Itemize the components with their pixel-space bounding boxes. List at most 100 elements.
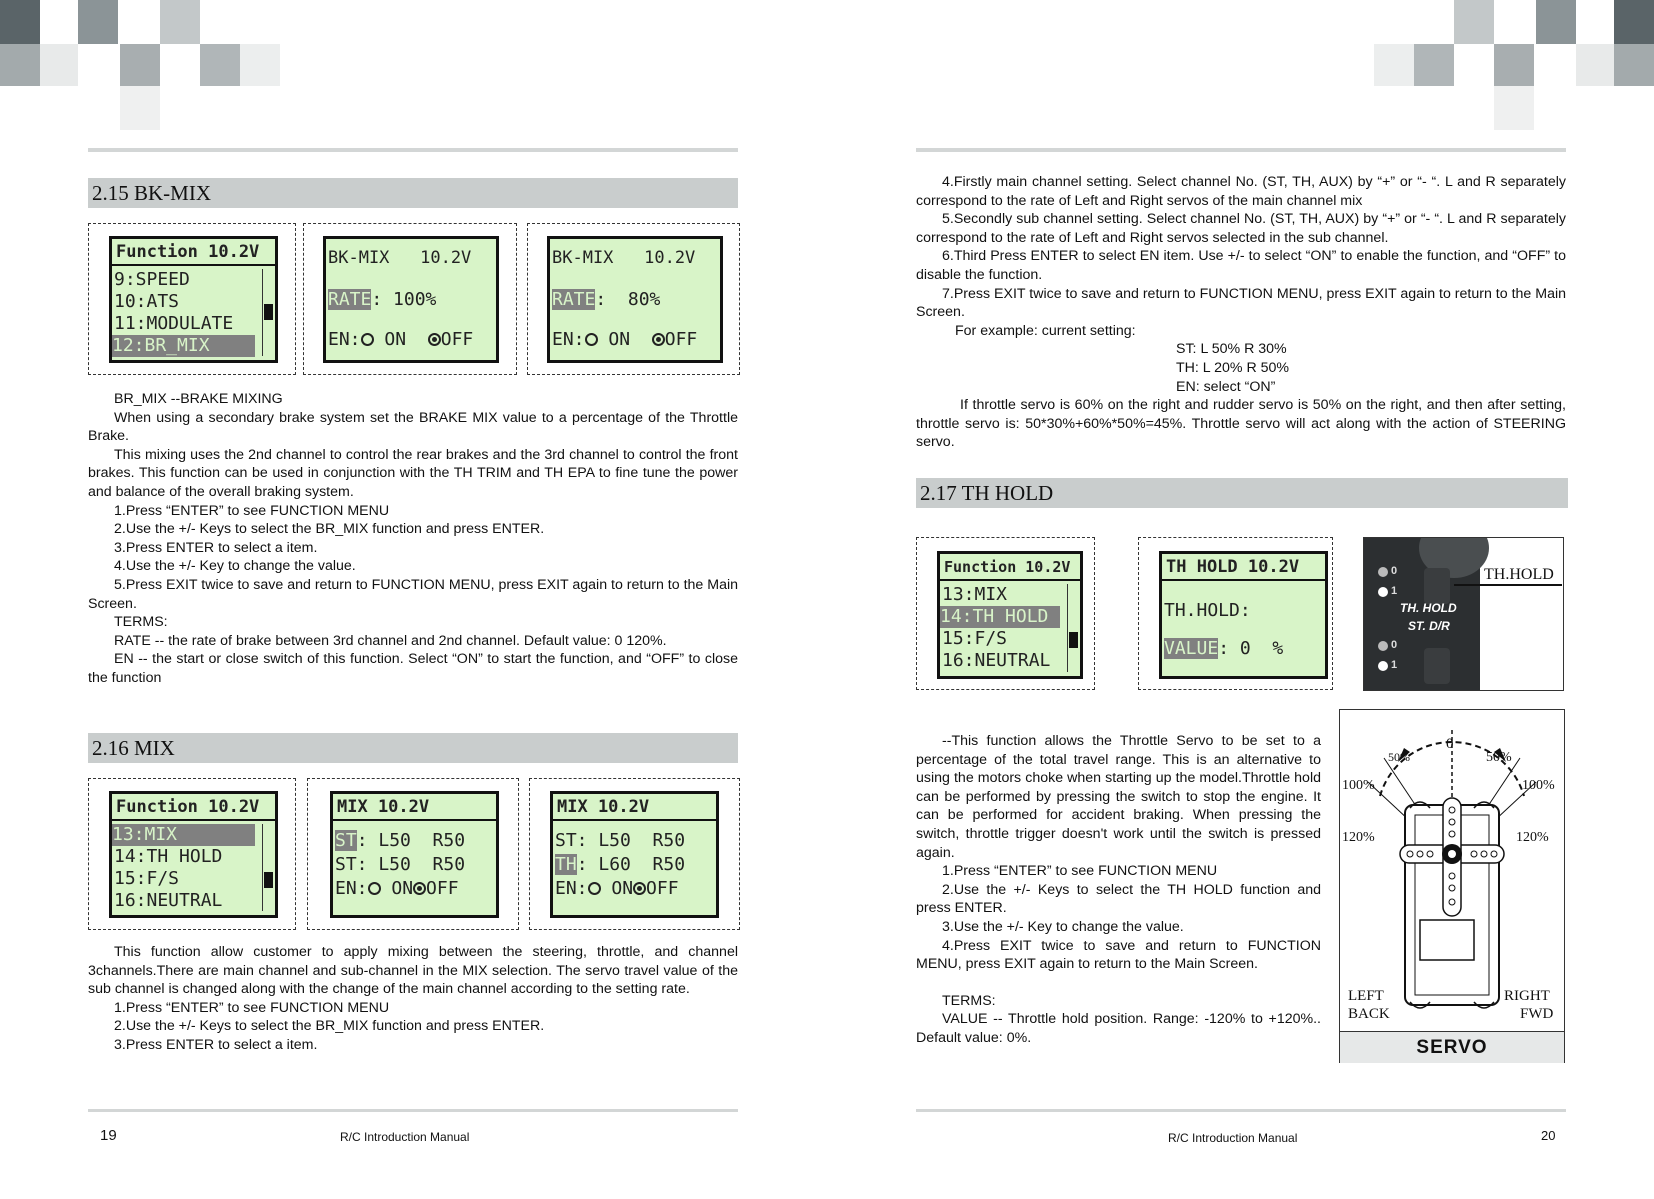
bottom-rule-left	[88, 1109, 738, 1112]
th-hold-description: --This function allows the Throttle Serv…	[916, 732, 1321, 1048]
label-left-100: 100%	[1342, 778, 1375, 793]
on-label: ON	[611, 878, 634, 899]
mix-description: This function allow customer to apply mi…	[88, 943, 738, 1055]
step: 5.Secondly sub channel setting. Select c…	[916, 211, 1566, 246]
top-rule-left	[88, 148, 738, 152]
rate-label: RATE	[552, 289, 596, 310]
lcd-sub-channel-row: ST: L50 R50	[335, 854, 466, 875]
example-st: ST: L 50% R 30%	[1176, 341, 1287, 358]
radio-off-selected-icon	[427, 333, 441, 346]
value-label: VALUE	[1164, 638, 1219, 659]
bk-mix-description: BR_MIX --BRAKE MIXING When using a secon…	[88, 390, 738, 688]
label-right-120: 120%	[1516, 830, 1549, 845]
lcd-en-row: EN: ON OFF	[328, 329, 473, 351]
label-left-50: 50%	[1388, 750, 1410, 764]
on-label: ON	[384, 329, 407, 350]
radio-off-selected-icon	[651, 333, 665, 346]
callout-th-hold: TH.HOLD	[1484, 566, 1554, 583]
th-hold-switch-photo: 0 1 0 1 TH. HOLD ST. D/R TH.HOLD	[1363, 537, 1564, 691]
label-right: RIGHT	[1504, 988, 1550, 1004]
en-label: EN:	[328, 329, 361, 350]
switch-label-th-hold: TH. HOLD	[1400, 601, 1457, 615]
off-label: OFF	[440, 329, 474, 350]
radio-off-selected-icon	[633, 882, 647, 895]
top-rule-right	[916, 148, 1566, 152]
lcd-scrollbar	[262, 269, 272, 356]
bk-mix-screen-rate-100: BK-MIX 10.2V RATE: 100% EN: ON OFF	[303, 223, 517, 375]
callout-line	[1454, 584, 1562, 586]
switch-dot-icon	[1378, 641, 1388, 651]
step: 1.Press “ENTER” to see FUNCTION MENU	[942, 863, 1218, 880]
off-label: OFF	[646, 878, 679, 899]
paragraph: When using a secondary brake system set …	[88, 409, 738, 445]
lcd-en-row: EN: ON OFF	[552, 329, 697, 351]
section-2-15-heading: 2.15 BK-MIX	[88, 178, 738, 208]
bk-mix-screen-rate-80: BK-MIX 10.2V RATE: 80% EN: ON OFF	[527, 223, 740, 375]
switch-dot-icon	[1378, 661, 1388, 671]
lcd-menu-item-selected: 13:MIX	[112, 824, 255, 846]
lcd-menu-item: 15:F/S	[942, 628, 1008, 649]
radio-on-icon	[360, 333, 374, 346]
servo-drawing	[1367, 730, 1537, 1009]
off-label: OFF	[426, 878, 459, 899]
example-heading: For example: current setting:	[955, 322, 1136, 339]
lcd-header: TH HOLD 10.2V	[1162, 554, 1325, 581]
paragraph: BR_MIX --BRAKE MIXING	[114, 391, 283, 407]
en-label: EN:	[552, 329, 585, 350]
step: 6.Third Press ENTER to select EN item. U…	[916, 248, 1566, 283]
lcd-scrollbar	[1067, 584, 1077, 672]
lcd-scroll-thumb	[1069, 632, 1078, 648]
lcd-menu-item-selected: 12:BR_MIX	[112, 335, 255, 357]
lcd-header: MIX 10.2V	[553, 794, 716, 821]
step: 3.Use the +/- Key to change the value.	[942, 918, 1184, 935]
terms-heading: TERMS:	[114, 614, 168, 631]
paragraph: --This function allows the Throttle Serv…	[916, 733, 1321, 861]
radio-off-selected-icon	[413, 882, 427, 895]
mix-screen-st: MIX 10.2V ST: L50 R50 ST: L50 R50 EN: ON…	[307, 778, 519, 930]
lcd-rate-row: RATE: 100%	[328, 289, 436, 311]
lcd-main-channel-row: ST: L50 R50	[335, 830, 465, 852]
lcd-scrollbar	[262, 824, 272, 911]
example-en: EN: select “ON”	[1176, 378, 1276, 395]
rate-value: : 80%	[595, 289, 661, 310]
lcd-scroll-thumb	[264, 872, 273, 888]
lcd-header: MIX 10.2V	[333, 794, 496, 821]
bk-mix-screen-function: Function 10.2V 9:SPEED 10:ATS 11:MODULAT…	[88, 223, 296, 375]
lcd-menu-item: 10:ATS	[114, 291, 180, 312]
lcd-menu-item-selected: 14:TH HOLD	[940, 606, 1060, 628]
th-hold-screen-value: TH HOLD 10.2V TH.HOLD: VALUE: 0 %	[1138, 537, 1333, 690]
step: 1.Press “ENTER” to see FUNCTION MENU	[114, 999, 390, 1016]
paragraph: If throttle servo is 60% on the right an…	[916, 397, 1566, 451]
switch-dot-icon	[1378, 567, 1388, 577]
lcd-menu-item: 11:MODULATE	[114, 313, 234, 334]
pos-1-label: 1	[1391, 659, 1398, 671]
mix-continued: 4.Firstly main channel setting. Select c…	[916, 173, 1566, 452]
lcd-header: Function 10.2V	[112, 794, 275, 821]
lcd-sub-channel-row: TH: L60 R50	[555, 854, 685, 876]
section-2-17-heading: 2.17 TH HOLD	[916, 478, 1568, 508]
lcd-th-hold-label: TH.HOLD:	[1164, 600, 1251, 621]
switch-dot-icon	[1378, 587, 1388, 597]
rate-value: : 100%	[371, 289, 437, 310]
lcd-value-row: VALUE: 0 %	[1164, 638, 1283, 660]
label-left: LEFT	[1348, 988, 1384, 1004]
off-label: OFF	[664, 329, 698, 350]
lcd-header: BK-MIX 10.2V	[552, 248, 696, 268]
step: 3.Press ENTER to select a item.	[114, 1036, 318, 1053]
lcd-menu-item: 15:F/S	[114, 868, 180, 889]
label-back: BACK	[1348, 1006, 1390, 1022]
lcd-menu-item: 13:MIX	[942, 584, 1008, 605]
value-number: : 0 %	[1218, 638, 1284, 659]
channel-values: : L50 R50	[356, 830, 466, 851]
en-label: EN:	[555, 878, 588, 899]
pos-0-label: 0	[1391, 565, 1398, 577]
on-label: ON	[608, 329, 631, 350]
label-left-120: 120%	[1342, 830, 1375, 845]
term-value: VALUE -- Throttle hold position. Range: …	[916, 1011, 1321, 1046]
mix-screen-function: Function 10.2V 13:MIX 14:TH HOLD 15:F/S …	[88, 778, 296, 930]
lcd-en-row: EN: ON OFF	[555, 878, 679, 900]
lcd-menu-item: 14:TH HOLD	[114, 846, 223, 867]
servo-diagram: 0 50% 50% 100% 100% 120% 120% LEFT BACK …	[1339, 709, 1565, 1063]
on-label: ON	[391, 878, 414, 899]
